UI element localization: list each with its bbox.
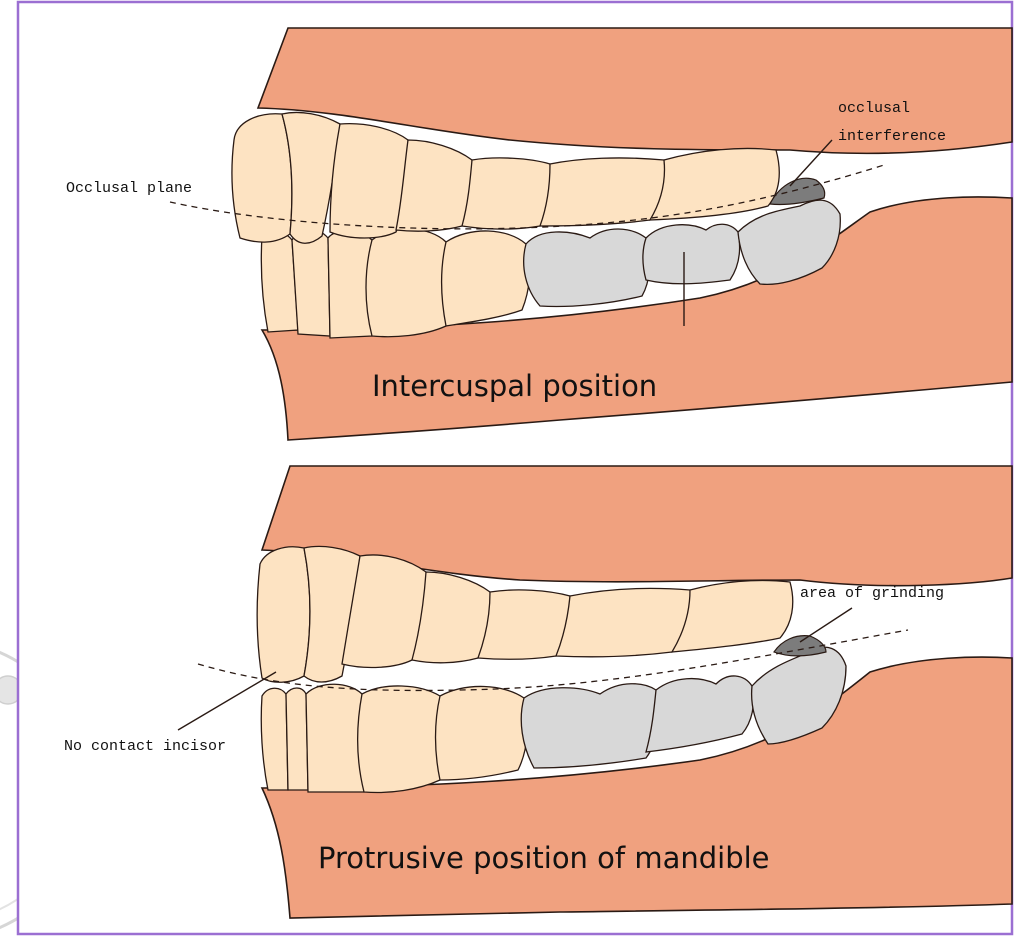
grinding-label: area of grinding [800,585,944,602]
panel-caption-intercuspal: Intercuspal position [372,369,657,403]
no-contact-label: No contact incisor [64,738,226,755]
interference-label-line1: occlusal [838,100,910,117]
interference-label-line2: interference [838,128,946,145]
occlusal-plane-label: Occlusal plane [66,180,192,197]
lower-teeth [261,684,527,792]
panel-caption-protrusive: Protrusive position of mandible [318,841,770,875]
